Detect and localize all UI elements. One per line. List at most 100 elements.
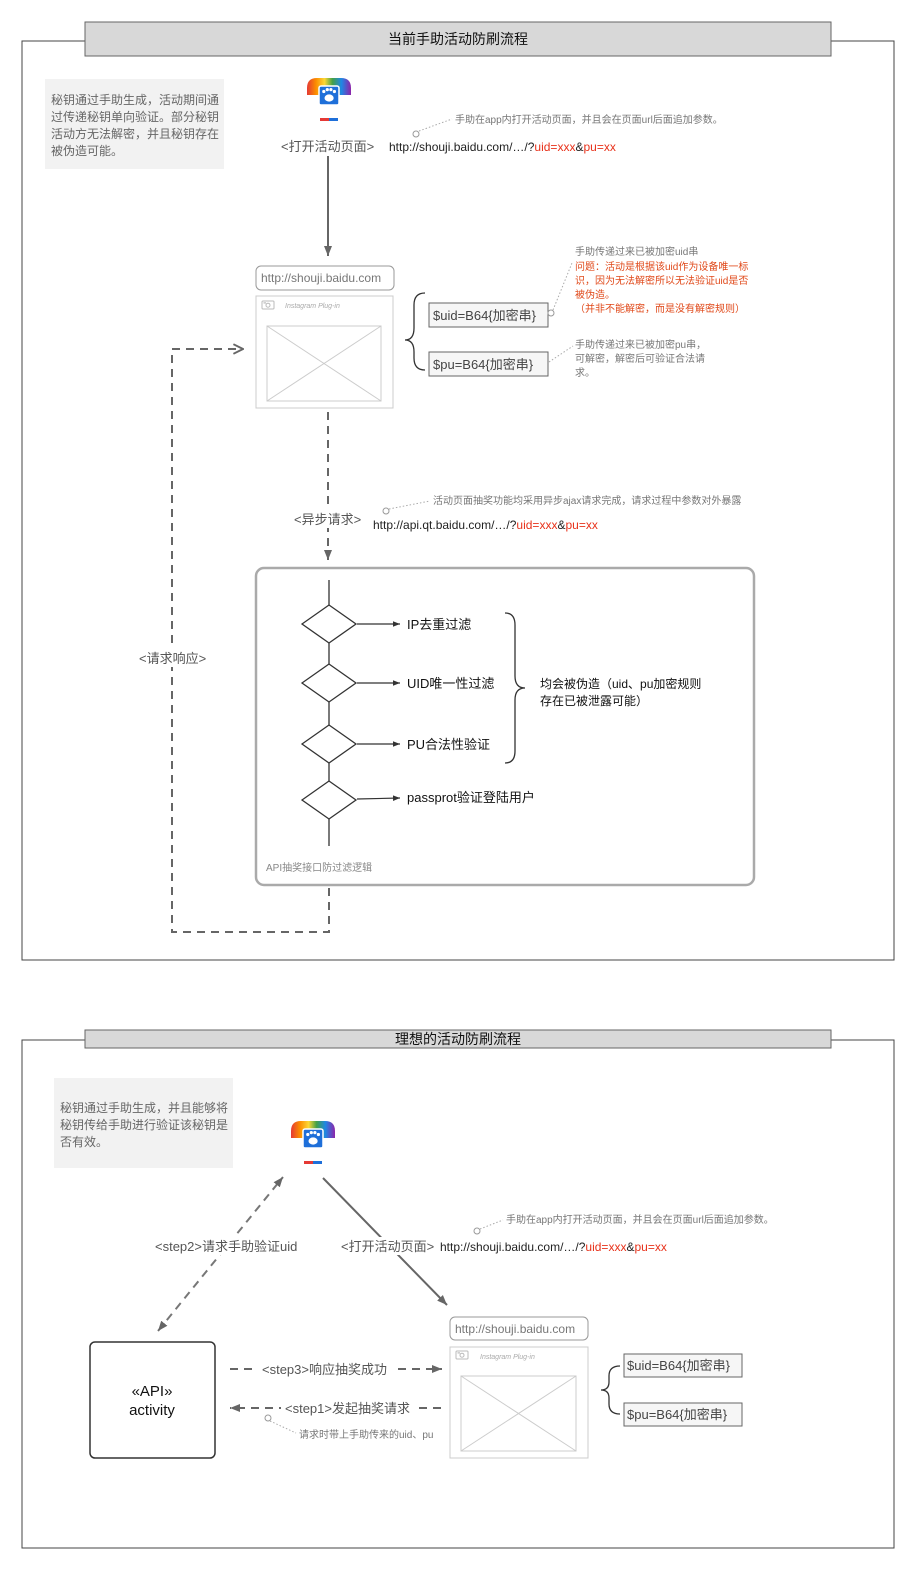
step1-label: <step1>发起抽奖请求: [285, 1401, 410, 1416]
open-page-note: 手助在app内打开活动页面，并且会在页面url后面追加参数。: [506, 1213, 774, 1226]
baidu-app-icon: [290, 1120, 336, 1168]
pu-param-text: $pu=B64{加密串}: [433, 357, 534, 372]
uid-problem-line: 问题：活动是根据该uid作为设备唯一标: [575, 260, 748, 273]
uid-param-box: [623, 1353, 743, 1378]
ideal-flow-title: 理想的活动防刷流程: [395, 1031, 521, 1047]
pu-param-box: [623, 1402, 743, 1427]
label-background: [290, 510, 366, 528]
camera-icon: [455, 1350, 469, 1360]
annotation-leader: [388, 500, 431, 510]
annotation-leader: [269, 1420, 297, 1434]
ideal-flow-note-line: 秘钥传给手助进行验证该秘钥是: [60, 1117, 228, 1132]
forgery-brace: [504, 612, 526, 764]
filter-step-label: passprot验证登陆用户: [407, 790, 535, 805]
current-flow-note-line: 被伪造可能。: [51, 144, 123, 158]
browser-url-bar: [255, 265, 395, 291]
open-page-label: <打开活动页面>: [281, 139, 374, 154]
browser-url-text: http://shouji.baidu.com: [455, 1322, 575, 1336]
open-page-url: http://shouji.baidu.com/…/?uid=xxx&pu=xx: [440, 1240, 667, 1254]
uid-problem-line: 被伪造。: [575, 288, 615, 301]
baidu-app-icon: [306, 77, 352, 125]
forgery-note-line: 存在已被泄露可能）: [540, 694, 648, 708]
forgery-note-line: 均会被伪造（uid、pu加密规则: [540, 676, 701, 691]
annotation-leader: [552, 262, 573, 311]
uid-problem-line: （并非不能解密，而是没有解密规则）: [575, 302, 745, 315]
browser-url-bar: [449, 1316, 589, 1341]
browser-url-text: http://shouji.baidu.com: [261, 271, 381, 285]
annotation-pin: [412, 130, 420, 138]
plugin-label: Instagram Plug-in: [285, 303, 340, 310]
filter-step-label: PU合法性验证: [407, 737, 490, 752]
label-background: [258, 1360, 392, 1378]
annotation-pin: [264, 1414, 272, 1422]
image-placeholder-icon: [460, 1375, 577, 1452]
ideal-flow-note-line: 否有效。: [60, 1134, 108, 1149]
filter-step-diamond: [300, 724, 358, 764]
uid-note-line: 手助传递过来已被加密uid串: [575, 245, 698, 258]
annotation-pin: [473, 1227, 481, 1235]
annotation-pin: [382, 507, 390, 515]
params-brace: [600, 1365, 621, 1415]
step2-label: <step2>请求手助验证uid: [155, 1239, 297, 1254]
label-background: [151, 1237, 301, 1255]
uid-param-text: $uid=B64{加密串}: [433, 308, 537, 323]
annotation-leader: [548, 345, 574, 363]
current-flow-title-bar: [84, 21, 832, 57]
api-filter-box: IP去重过滤 UID唯一性过滤 PU合法性验证 passprot验证登陆用户 均…: [254, 566, 756, 887]
pu-param-box: [428, 351, 549, 377]
label-background: [135, 649, 211, 667]
async-request-label: <异步请求>: [294, 512, 361, 527]
browser-mockup: http://shouji.baidu.com Instagram Plug-i…: [449, 1316, 589, 1459]
current-flow-note-line: 过传递秘钥单向验证。部分秘钥: [51, 109, 219, 124]
api-stereotype: «API»: [132, 1383, 173, 1400]
open-page-label: <打开活动页面>: [341, 1239, 434, 1254]
open-page-note: 手助在app内打开活动页面，并且会在页面url后面追加参数。: [455, 113, 723, 126]
open-page-url: http://shouji.baidu.com/…/?uid=xxx&pu=xx: [389, 140, 616, 154]
api-url: http://api.qt.baidu.com/…/?uid=xxx&pu=xx: [373, 518, 598, 532]
filter-step-diamond: [300, 780, 358, 820]
camera-icon: [261, 300, 275, 310]
step3-label: <step3>响应抽奖成功: [262, 1362, 387, 1377]
uid-param-box: [428, 302, 549, 328]
filter-step-label: IP去重过滤: [407, 617, 471, 632]
plugin-panel: [255, 295, 394, 409]
ideal-flow-section: 理想的活动防刷流程 秘钥通过手助生成，并且能够将 秘钥传给手助进行验证该秘钥是 …: [21, 1029, 895, 1549]
response-label: <请求响应>: [139, 651, 206, 666]
label-background: [281, 1399, 415, 1417]
pu-note-line: 求。: [575, 367, 595, 379]
plugin-panel: [449, 1346, 589, 1459]
image-placeholder-icon: [266, 325, 382, 402]
label-background: [338, 1237, 437, 1255]
step1-note: 请求时带上手助传来的uid、pu: [299, 1428, 433, 1441]
current-flow-note-line: 秘钥通过手助生成，活动期间通: [51, 93, 219, 107]
annotation-pin: [547, 309, 555, 317]
filter-step-arrow: [356, 795, 401, 801]
filter-step-diamond: [300, 663, 358, 703]
current-flow-title: 当前手助活动防刷流程: [388, 31, 528, 47]
annotation-leader: [479, 1219, 504, 1230]
api-filter-label: API抽奖接口防过滤逻辑: [266, 861, 372, 874]
ideal-flow-title-bar: [84, 1029, 832, 1049]
current-flow-note-line: 活动方无法解密，并且秘钥存在: [51, 126, 219, 141]
params-brace: [404, 292, 426, 371]
plugin-label: Instagram Plug-in: [480, 1354, 535, 1361]
response-arrow: [171, 349, 330, 933]
api-name: activity: [129, 1402, 175, 1419]
api-activity-frame: [89, 1341, 216, 1459]
current-flow-section: 当前手助活动防刷流程 秘钥通过手助生成，活动期间通 过传递秘钥单向验证。部分秘钥…: [21, 21, 895, 961]
ideal-flow-note-line: 秘钥通过手助生成，并且能够将: [60, 1101, 228, 1115]
pu-note-line: 可解密，解密后可验证合法请: [575, 352, 705, 365]
pu-param-text: $pu=B64{加密串}: [627, 1407, 728, 1422]
annotation-leader: [418, 118, 453, 132]
filter-step-diamond: [300, 604, 358, 644]
api-activity-box: «API» activity: [89, 1341, 216, 1459]
current-flow-note-box: [45, 79, 224, 169]
async-request-note: 活动页面抽奖功能均采用异步ajax请求完成，请求过程中参数对外暴露: [433, 494, 741, 507]
pu-note-line: 手助传递过来已被加密pu串，: [575, 338, 706, 351]
ideal-flow-note-box: [54, 1078, 233, 1168]
uid-param-text: $uid=B64{加密串}: [627, 1358, 731, 1373]
api-filter-frame: [254, 566, 756, 887]
browser-mockup: http://shouji.baidu.com Instagram Plug-i…: [255, 265, 395, 409]
filter-step-label: UID唯一性过滤: [407, 676, 494, 691]
